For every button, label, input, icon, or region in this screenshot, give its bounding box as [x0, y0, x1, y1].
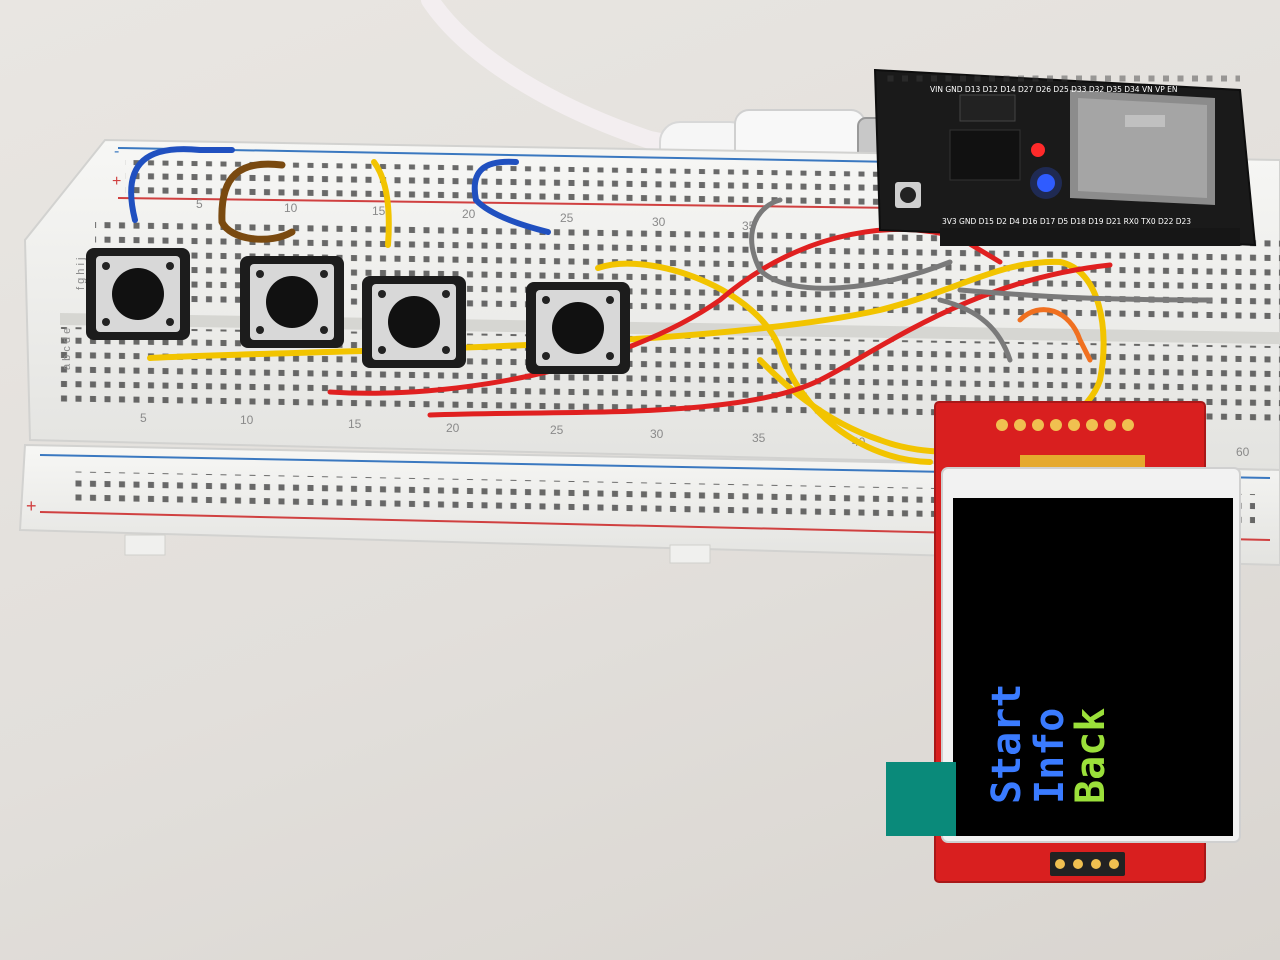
wire-yellow-short	[371, 159, 392, 248]
bb-col-30-b: 30	[650, 427, 664, 441]
wire-gray-2	[937, 287, 1213, 363]
bb-col-30: 30	[652, 215, 666, 229]
wire-gray-1	[749, 197, 953, 291]
bb-col-25: 25	[560, 211, 574, 225]
bb-col-15-b: 15	[348, 417, 362, 431]
wire-yellow-2	[595, 260, 933, 465]
pushbutton-4[interactable]	[526, 282, 630, 374]
menu-item-start[interactable]: Start	[984, 684, 1030, 804]
bb-col-5: 5	[196, 197, 203, 211]
bb-row-letters-upper: f g h i j	[75, 258, 87, 290]
menu-item-info[interactable]: Info	[1027, 708, 1073, 804]
bb-col-10-b: 10	[240, 413, 254, 427]
wire-blue-1	[128, 146, 235, 223]
bb-col-5-b: 5	[140, 411, 147, 425]
wire-blue-2	[471, 158, 551, 235]
protective-film-tab	[886, 762, 956, 836]
power-led	[1031, 143, 1045, 157]
bb-col-15: 15	[372, 204, 386, 218]
bb-col-20: 20	[462, 207, 476, 221]
status-led	[1037, 174, 1055, 192]
esp32-top-pin-labels: VIN GND D13 D12 D14 D27 D26 D25 D33 D32 …	[930, 85, 1177, 94]
bb-lower-rail-plus: +	[26, 496, 37, 516]
wire-red-2	[427, 262, 1113, 418]
pushbutton-1[interactable]	[86, 248, 190, 340]
bb-rail-plus: +	[112, 173, 121, 190]
bb-col-20-b: 20	[446, 421, 460, 435]
pushbutton-3[interactable]	[362, 276, 466, 368]
bb-col-35-b: 35	[752, 431, 766, 445]
esp32-bottom-pin-labels: 3V3 GND D15 D2 D4 D16 D17 D5 D18 D19 D21…	[942, 217, 1191, 226]
wire-orange	[1017, 307, 1093, 363]
tft-display-module	[886, 401, 1241, 883]
esp32-board: VIN GND D13 D12 D14 D27 D26 D25 D33 D32 …	[873, 68, 1257, 247]
bb-col-25-b: 25	[550, 423, 564, 437]
bb-col-10: 10	[284, 201, 298, 215]
wire-brown	[218, 160, 296, 243]
lcd-screen	[953, 498, 1233, 836]
menu-item-back[interactable]: Back	[1068, 708, 1114, 804]
usb-cable	[421, 0, 709, 159]
bb-row-letters-lower: a b c d e	[61, 328, 73, 370]
bb-col-60-b: 60	[1236, 445, 1250, 459]
bb-rail-minus: -	[114, 143, 119, 160]
pushbutton-2[interactable]	[240, 256, 344, 348]
